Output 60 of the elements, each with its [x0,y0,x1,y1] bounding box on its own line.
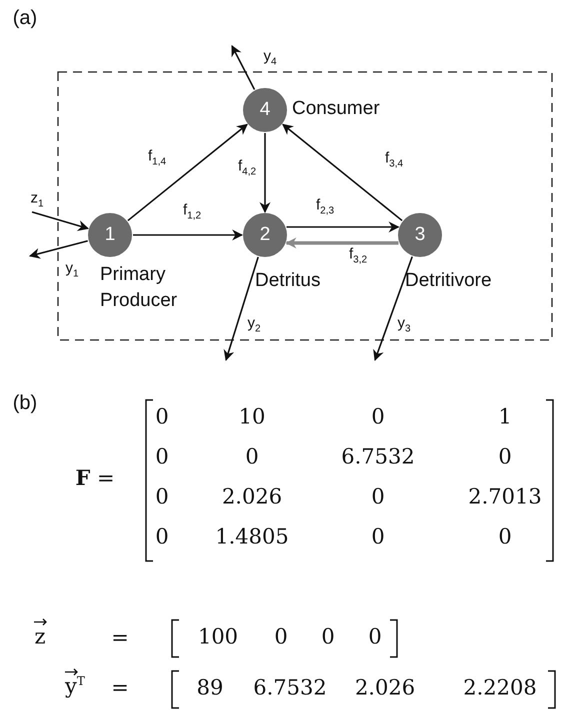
edge-label: f$_{4,2}$ [236,158,258,178]
matrix-entry: 0 [155,486,169,508]
matrix-entry: 0 [498,446,512,468]
node-number: 4 [260,99,270,121]
matrix-entry: 1.4805 [215,526,289,548]
node-number: 2 [260,224,270,246]
equals-sign: = [111,678,129,698]
arrow [285,238,398,248]
matrix-entry: 0 [155,526,169,548]
arrow [32,211,89,231]
matrix-entry: 0 [245,446,259,468]
panel-label: (b) [12,393,38,413]
arrow [373,256,413,362]
edge-label: f$_{3,4}$ [384,150,404,170]
matrix-entry: 1 [498,406,512,428]
vector-entry: 0 [321,626,335,648]
matrix-entry: 2.026 [222,486,282,508]
matrix-entry: 0 [155,406,169,428]
vector-entry: 2.2208 [463,678,537,698]
compartment-circle [398,213,442,257]
edge-label: f$_{1,4}$ [146,148,168,168]
vector-entry: 0 [274,626,288,648]
matrix-entry: 0 [371,526,385,548]
vector-symbol: y$^{T}$ [65,675,85,697]
compartment-name: Consumer [292,97,380,121]
arrow [286,222,400,232]
matrix-entry: 0 [155,446,169,468]
compartment-circle [243,213,287,257]
edge-label: f$_{3,2}$ [348,246,368,266]
equals-sign: = [111,628,129,648]
edge-label: f$_{2,3}$ [314,198,336,216]
arrow [28,240,88,259]
node-number: 3 [414,224,426,246]
matrix-entry: 0 [371,406,385,428]
arrow [260,133,270,214]
matrix-entry: 10 [238,406,266,428]
arrow [224,256,259,362]
arrow [127,124,248,222]
vector-entry: 2.026 [354,678,416,698]
arrow [133,230,244,240]
matrix-entry: 2.7013 [468,486,542,508]
edge-label: f$_{1,2}$ [182,202,202,222]
vector-entry: 6.7532 [253,678,327,698]
compartment-circle [243,88,287,132]
node-number: 1 [104,224,116,246]
vector-symbol: z [34,626,46,648]
arrow [231,45,256,90]
matrix-entry: 6.7532 [341,446,415,468]
arrow [282,124,403,222]
panel-label: (a) [12,8,38,28]
vector-entry: 0 [368,626,382,648]
compartment-name: Primary Producer [100,263,178,313]
vector-entry: 89 [196,678,224,698]
matrix-entry: 0 [498,526,512,548]
vector-entry: 100 [198,626,238,648]
compartment-circle [88,213,132,257]
compartment-name: Detritus [255,269,320,293]
compartment-name: Detritivore [405,269,492,293]
matrix-entry: 0 [371,486,385,508]
equation-label: F = [75,467,115,489]
